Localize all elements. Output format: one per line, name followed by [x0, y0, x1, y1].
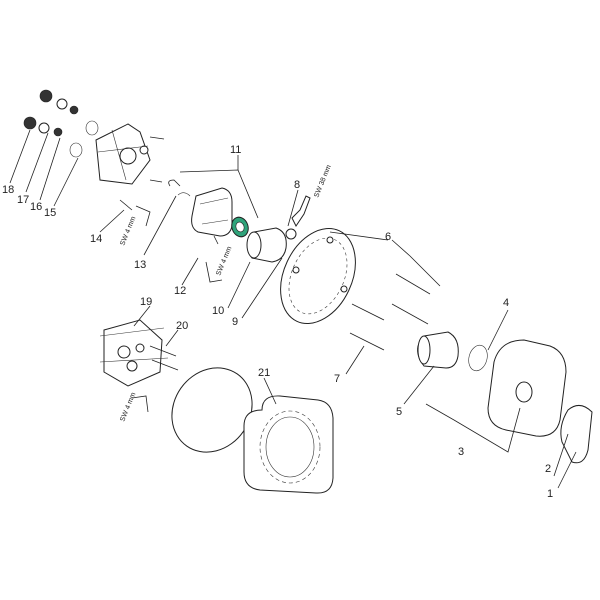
- callout-9: 9: [232, 316, 238, 328]
- callout-5: 5: [396, 406, 402, 418]
- wrench-label-sw4-left: SW 4 mm: [119, 215, 137, 246]
- part-4-o-ring: [468, 344, 488, 372]
- callout-labels: 1 2 3 4 5 6 7 8 9 10 11 12 13 14 15 16 1…: [2, 144, 553, 500]
- callout-10: 10: [212, 305, 224, 317]
- callout-17: 17: [17, 194, 29, 206]
- callout-4: 4: [503, 297, 509, 309]
- callout-12: 12: [174, 285, 186, 297]
- part-11-cartridge: [191, 187, 233, 237]
- part-16-washer: [53, 105, 79, 137]
- callout-3: 3: [458, 446, 464, 458]
- part-18-nut: [23, 89, 53, 130]
- part-8-wrench-tool: [285, 195, 311, 240]
- callout-7: 7: [334, 373, 340, 385]
- part-13-clip: [168, 179, 191, 197]
- wrench-label-sw38: SW 38 mm: [313, 164, 333, 199]
- part-12-set-screw: [205, 235, 223, 283]
- part-19-valve-body: [99, 319, 169, 387]
- wrench-label-sw4-bottom: SW 4 mm: [119, 391, 137, 422]
- wrench-label-sw4-center: SW 4 mm: [215, 245, 233, 276]
- part-6-mounting-plate: [280, 227, 356, 325]
- part-21-square-plate: [243, 395, 334, 494]
- callout-13: 13: [134, 259, 146, 271]
- part-21-o-ring: [171, 367, 253, 453]
- part-1-lever-handle: [560, 405, 593, 464]
- part-10-bushing: [246, 227, 287, 263]
- leader-lines: [9, 129, 577, 489]
- small-screws-top: [149, 136, 165, 183]
- callout-2: 2: [545, 463, 551, 475]
- callout-18: 18: [2, 184, 14, 196]
- part-20-screws: [149, 345, 179, 371]
- callout-14: 14: [90, 233, 102, 245]
- callout-20: 20: [176, 320, 188, 332]
- part-3-trim-plate: [487, 339, 567, 437]
- callout-15: 15: [44, 207, 56, 219]
- callout-16: 16: [30, 201, 42, 213]
- part-11-green-ring: [231, 216, 249, 238]
- callout-11: 11: [230, 144, 241, 156]
- callout-1: 1: [547, 488, 553, 500]
- part-14-screw: [119, 199, 151, 227]
- part-15-o-ring: [69, 120, 99, 158]
- callout-21: 21: [258, 367, 270, 379]
- part-7-long-screws: [349, 273, 431, 351]
- callout-19: 19: [140, 296, 152, 308]
- callout-8: 8: [294, 179, 300, 191]
- callout-6: 6: [385, 231, 391, 243]
- top-valve-body: [95, 123, 151, 185]
- part-17-nut: [38, 98, 68, 134]
- part-5-sleeve: [417, 331, 459, 369]
- allen-key-bottom: [131, 395, 149, 413]
